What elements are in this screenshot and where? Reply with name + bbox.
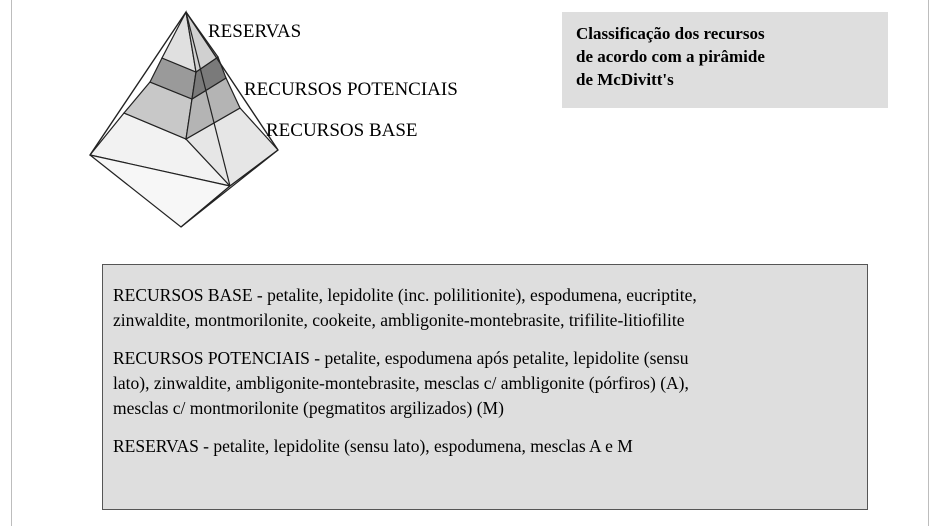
resource-description-box: RECURSOS BASE - petalite, lepidolite (in… [102,264,868,510]
title-line-3: de McDivitt's [576,70,674,89]
page-frame [11,0,929,526]
pyramid-apex-face-right [185,11,219,74]
label-recursos-potenciais: RECURSOS POTENCIAIS [244,79,458,100]
title-box: Classificação dos recursos de acordo com… [562,12,888,108]
description-reservas: RESERVAS - petalite, lepidolite (sensu l… [113,434,857,459]
description-line: zinwaldite, montmorilonite, cookeite, am… [113,310,685,330]
description-line: lato), zinwaldite, ambligonite-montebras… [113,373,689,393]
description-line: RECURSOS BASE - petalite, lepidolite (in… [113,285,697,305]
title-line-1: Classificação dos recursos [576,24,765,43]
pyramid-edge-left [89,11,187,156]
description-line: RESERVAS - petalite, lepidolite (sensu l… [113,436,633,456]
pyramid-edge-right [185,11,279,151]
label-reservas: RESERVAS [208,21,302,42]
pyramid-edge-front [185,11,231,187]
description-recursos-base: RECURSOS BASE - petalite, lepidolite (in… [113,283,857,333]
description-recursos-potenciais: RECURSOS POTENCIAIS - petalite, espodume… [113,346,857,421]
title-line-2: de acordo com a pirâmide [576,47,765,66]
description-line: mesclas c/ montmorilonite (pegmatitos ar… [113,398,504,418]
description-line: RECURSOS POTENCIAIS - petalite, espodume… [113,348,689,368]
label-recursos-base: RECURSOS BASE [266,120,418,141]
pyramid-lower-face-right [180,149,279,228]
